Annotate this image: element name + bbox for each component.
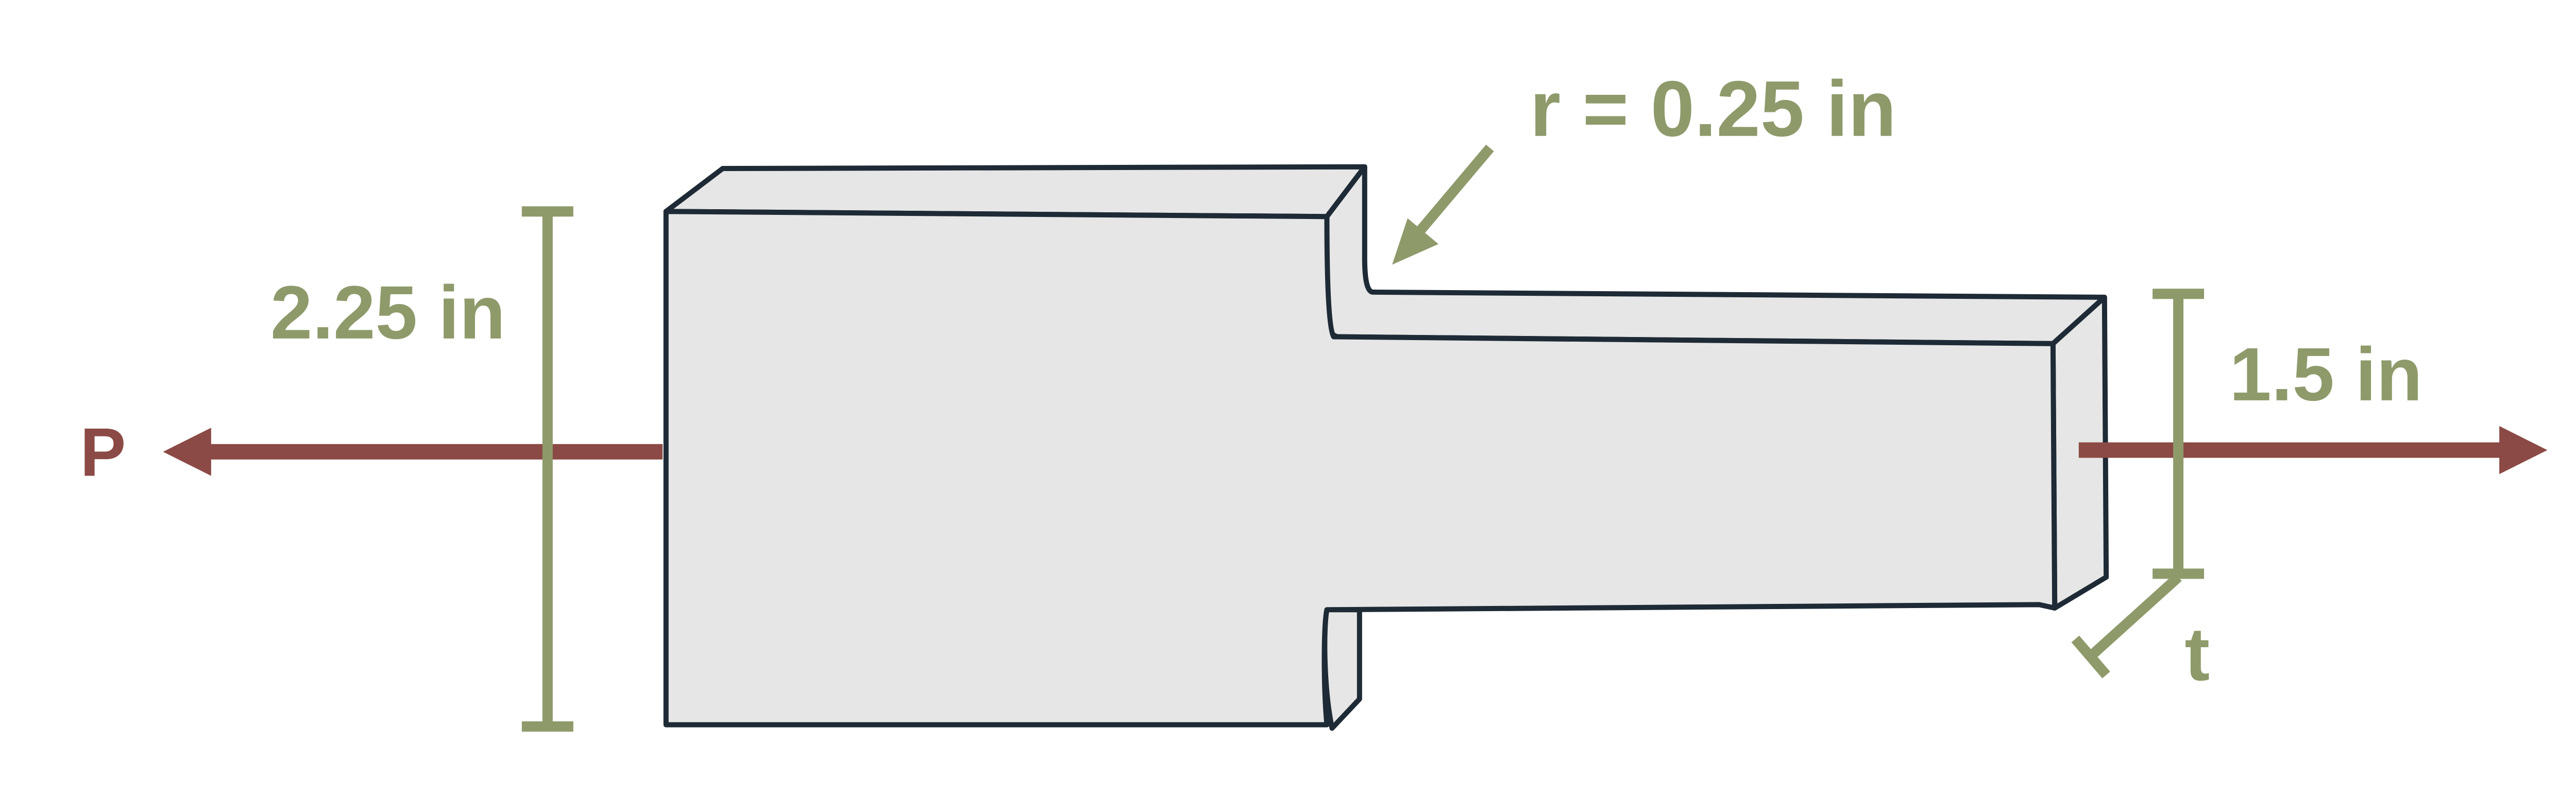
wide-width-dimension xyxy=(521,206,573,732)
thickness-label: t xyxy=(2184,612,2210,697)
thickness-dimension xyxy=(2071,573,2182,679)
right-arrowhead xyxy=(2499,426,2548,475)
load-arrow-left xyxy=(163,428,663,476)
load-arrow-right xyxy=(2078,426,2548,475)
radius-label: r = 0.25 in xyxy=(1530,65,1896,153)
radius-arrowhead xyxy=(1392,218,1439,265)
stepped-bar xyxy=(663,164,2109,731)
lower-shoulder-face xyxy=(1322,607,1362,731)
radius-leader-arrow xyxy=(1392,144,1494,265)
wide-width-label: 2.25 in xyxy=(270,271,505,355)
shoulder-face xyxy=(1324,164,2107,346)
narrow-width-dimension xyxy=(2153,289,2205,579)
left-arrowhead xyxy=(163,428,211,476)
narrow-width-label: 1.5 in xyxy=(2229,332,2422,417)
wide-section-top-face xyxy=(663,164,1367,220)
load-label-left: P xyxy=(80,414,126,491)
